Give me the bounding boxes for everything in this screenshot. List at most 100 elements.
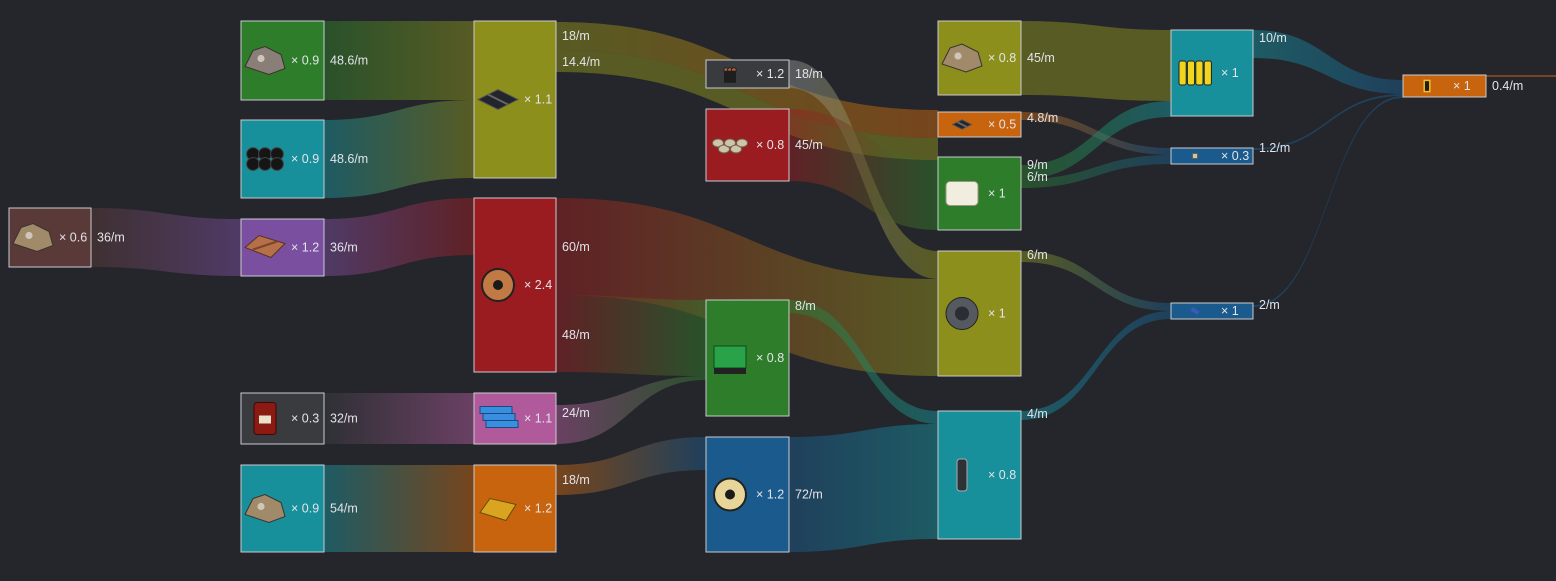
node-multiplier: × 1: [988, 187, 1006, 201]
node-rate: 48.6/m: [330, 54, 368, 68]
node-plastic[interactable]: × 1.1: [473, 392, 557, 445]
node-rocks[interactable]: × 0.8 45/m: [705, 108, 823, 182]
flow-rate-silicon-out-b: 6/m: [1027, 170, 1048, 184]
node-multiplier: × 1.1: [524, 412, 552, 426]
silicon-block-icon: [945, 181, 979, 206]
node-gold-bar[interactable]: × 1.2: [473, 464, 557, 553]
node-rate: 72/m: [795, 488, 823, 502]
node-cable[interactable]: × 1.2 72/m: [705, 436, 823, 553]
flow-rate-concrete-out: 1.2/m: [1259, 141, 1290, 155]
node-rate: 18/m: [795, 67, 823, 81]
node-silicon[interactable]: × 1: [937, 156, 1022, 231]
flow-rate-silicon-out-a: 9/m: [1027, 158, 1048, 172]
node-rod[interactable]: × 1: [1170, 302, 1254, 320]
link-circuit-to-capacitor: [789, 300, 938, 424]
node-multiplier: × 0.8: [756, 138, 784, 152]
node-multiplier: × 0.3: [1221, 149, 1249, 163]
node-multiplier: × 0.3: [291, 412, 319, 426]
link-green-to-battery: [1021, 21, 1171, 101]
flow-rate-wire-out-a: 60/m: [562, 240, 590, 254]
node-copper-wire[interactable]: × 2.4: [473, 197, 557, 373]
node-raw-ore-far[interactable]: × 0.6 36/m: [8, 207, 125, 268]
flow-labels-layer: 18/m14.4/m60/m48/m24/m18/m8/m4.8/m9/m6/m…: [562, 29, 1290, 487]
node-concrete[interactable]: × 0.3: [1170, 147, 1254, 165]
node-multiplier: × 1: [1221, 304, 1239, 318]
node-copper-ingot[interactable]: × 1.2 36/m: [240, 218, 358, 277]
link-final-out: [1486, 75, 1556, 77]
node-multiplier: × 0.6: [59, 231, 87, 245]
node-multiplier: × 0.9: [291, 54, 319, 68]
plastic-icon: [479, 406, 519, 428]
link-rocks-to-silicon: [789, 109, 938, 230]
node-multiplier: × 2.4: [524, 278, 552, 292]
link-cable-to-capacitor: [789, 424, 938, 552]
node-box: [1402, 74, 1487, 98]
node-multiplier: × 1: [988, 307, 1006, 321]
node-box: [705, 59, 790, 89]
flow-rate-gold-out: 18/m: [562, 473, 590, 487]
node-rate: 36/m: [330, 241, 358, 255]
node-multiplier: × 1: [1453, 79, 1471, 93]
coal-icon: [246, 147, 284, 171]
node-box: [1170, 147, 1254, 165]
flow-rate-battery-out: 10/m: [1259, 31, 1287, 45]
node-pipes[interactable]: × 1.2 18/m: [705, 59, 823, 89]
node-rate: 0.4/m: [1492, 79, 1523, 93]
node-steel-beams[interactable]: × 1.1: [473, 20, 557, 179]
gold-bar-icon: [479, 497, 517, 522]
node-stator[interactable]: × 1: [937, 250, 1022, 377]
node-ingots-dark[interactable]: × 0.5: [937, 111, 1022, 138]
node-capacitor[interactable]: × 0.8: [937, 410, 1022, 540]
node-multiplier: × 0.9: [291, 502, 319, 516]
node-circuit[interactable]: × 0.8: [705, 299, 790, 417]
circuit-board-icon: [713, 345, 747, 374]
beam-icon: [476, 88, 520, 111]
node-oil-barrel[interactable]: × 0.3 32/m: [240, 392, 358, 445]
node-rate: 45/m: [795, 138, 823, 152]
node-battery-pack[interactable]: × 1: [1170, 29, 1254, 117]
link-silicon-to-battery: [1021, 101, 1171, 179]
flow-rate-capacitor-out: 4/m: [1027, 407, 1048, 421]
link-barrel-to-plastic: [324, 393, 474, 444]
link-stone-to-steel: [324, 21, 474, 100]
flow-rate-stator-out: 6/m: [1027, 248, 1048, 262]
link-plastic-to-circuit: [556, 376, 706, 444]
cable-spool-icon: [713, 477, 747, 512]
rocks-icon: [711, 138, 749, 154]
node-multiplier: × 0.5: [988, 118, 1016, 132]
node-power-cell[interactable]: × 1 0.4/m: [1402, 74, 1523, 98]
node-multiplier: × 1.2: [756, 67, 784, 81]
rod-icon: [1190, 307, 1200, 315]
capacitor-icon: [956, 458, 968, 492]
ore-chunk-icon: [941, 43, 983, 73]
link-capacitor-to-rod: [1021, 311, 1171, 420]
node-multiplier: × 1.2: [291, 241, 319, 255]
ore-chunk-icon: [244, 493, 286, 524]
link-far-to-copper: [91, 208, 241, 276]
node-multiplier: × 0.8: [988, 51, 1016, 65]
link-goldore-to-goldbar: [324, 465, 474, 552]
node-multiplier: × 1.1: [524, 93, 552, 107]
link-wire-to-circuit: [556, 295, 706, 376]
flow-rate-steel-out-a: 18/m: [562, 29, 590, 43]
link-coal-to-steel: [324, 100, 474, 198]
flow-rate-plastic-out: 24/m: [562, 406, 590, 420]
stone-icon: [244, 45, 286, 76]
node-rate: 36/m: [97, 231, 125, 245]
node-multiplier: × 1.2: [524, 502, 552, 516]
flow-rate-circuit-out: 8/m: [795, 299, 816, 313]
node-multiplier: × 1.2: [756, 488, 784, 502]
node-rate: 32/m: [330, 412, 358, 426]
flow-rate-ingots-out: 4.8/m: [1027, 111, 1058, 125]
node-stone[interactable]: × 0.9 48.6/m: [240, 20, 368, 101]
battery-icon: [1178, 60, 1212, 86]
ore-chunk-icon: [12, 222, 54, 253]
concrete-icon: [1192, 153, 1198, 159]
node-box: [705, 299, 790, 417]
link-silicon-to-concrete: [1021, 155, 1171, 188]
node-multiplier: × 0.8: [756, 351, 784, 365]
